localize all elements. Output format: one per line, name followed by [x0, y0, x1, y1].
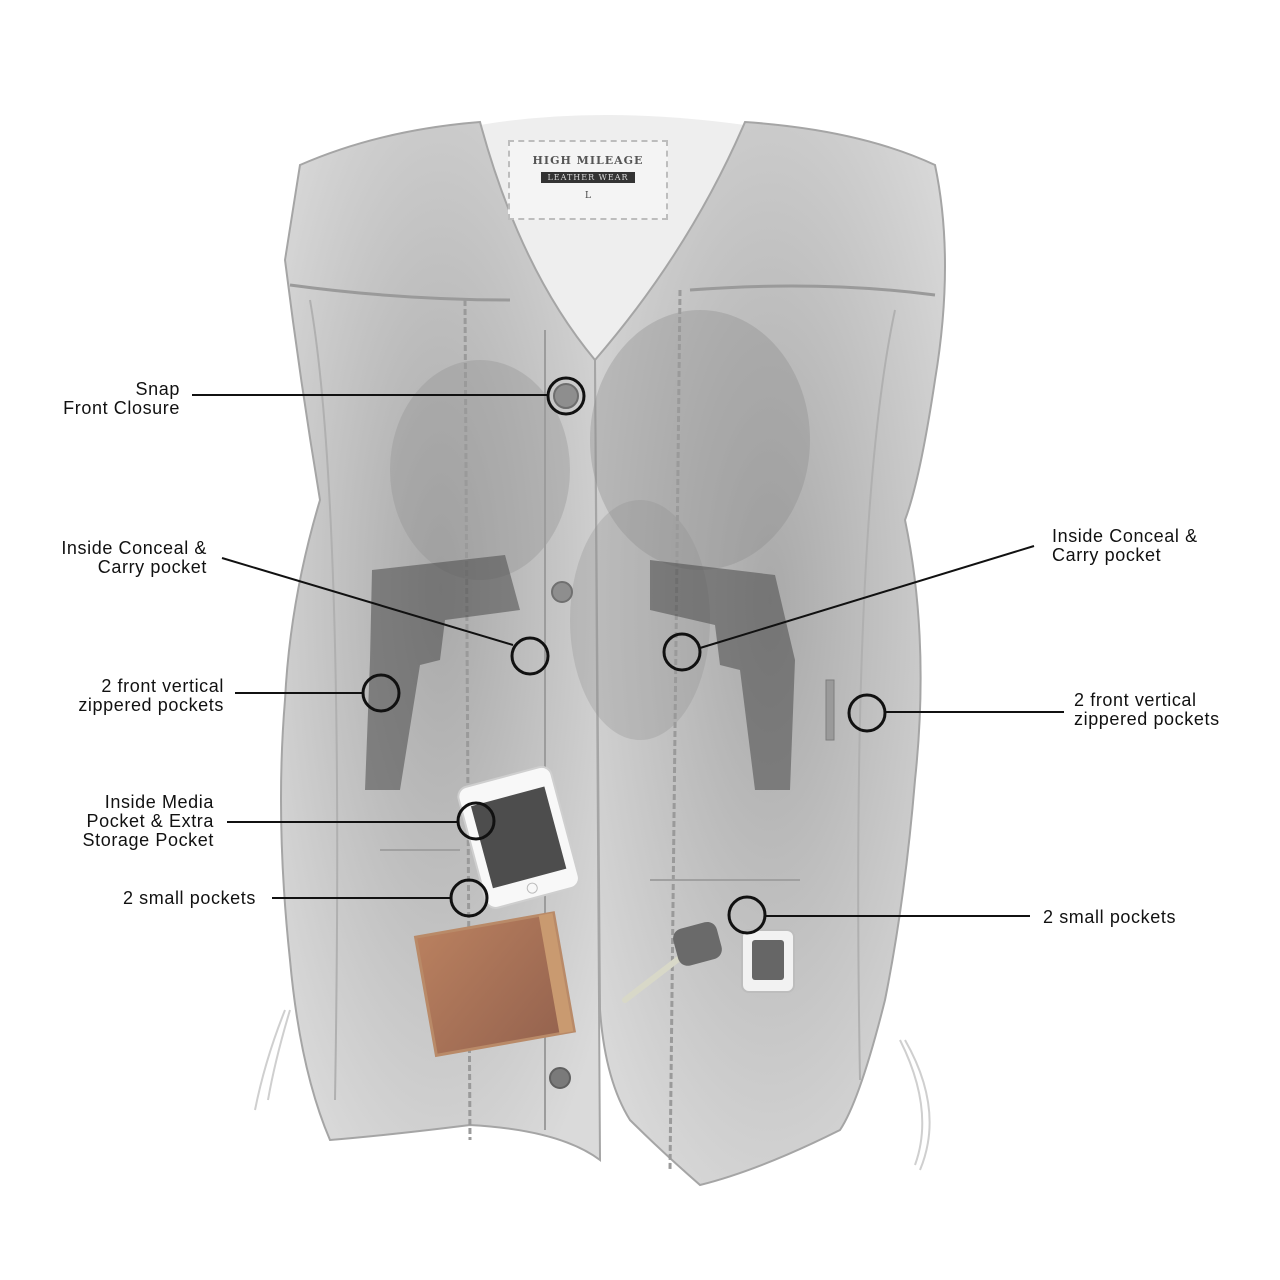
wallet-icon — [413, 911, 577, 1058]
callout-circle-media-pocket — [456, 801, 496, 841]
brand-tag: HIGH MILEAGE LEATHER WEAR L — [508, 140, 668, 220]
callout-label-zippered-right: 2 front vertical zippered pockets — [1074, 690, 1220, 729]
callout-circle-small-pockets-right — [727, 895, 767, 935]
callout-label-small-pockets-right: 2 small pockets — [1043, 907, 1177, 927]
pistol-right-icon — [650, 560, 795, 790]
brand-tag-name: HIGH MILEAGE — [532, 154, 644, 167]
brand-tag-size: L — [585, 191, 591, 201]
callout-line-conceal-carry-left — [221, 557, 514, 646]
snap-icon — [553, 383, 579, 409]
callout-label-media-pocket: Inside Media Pocket & Extra Storage Pock… — [82, 792, 214, 850]
callout-circle-conceal-carry-left — [510, 636, 550, 676]
vest-body — [254, 115, 946, 1187]
pistol-left-icon — [365, 555, 520, 790]
callout-label-conceal-carry-left: Inside Conceal & Carry pocket — [61, 538, 207, 577]
zipper-icon — [825, 679, 835, 741]
callout-label-zippered-left: 2 front vertical zippered pockets — [78, 676, 224, 715]
callout-circle-zippered-left — [361, 673, 401, 713]
callout-layer — [192, 376, 1064, 935]
callout-line-conceal-carry-right — [699, 545, 1035, 649]
car-key-icon — [622, 921, 795, 1003]
snap-icon — [549, 1067, 571, 1089]
callout-circle-zippered-right — [847, 693, 887, 733]
callout-label-conceal-carry-right: Inside Conceal & Carry pocket — [1052, 526, 1198, 565]
brand-tag-subtitle: LEATHER WEAR — [541, 172, 635, 183]
callout-label-snap-front-closure: Snap Front Closure — [63, 379, 180, 418]
callout-circle-conceal-carry-right — [662, 632, 702, 672]
callout-label-small-pockets-left: 2 small pockets — [122, 888, 256, 908]
callout-circle-small-pockets-left — [449, 878, 489, 918]
snap-icon — [551, 581, 573, 603]
callout-circle-snap-front-closure — [546, 376, 586, 416]
phone-icon — [457, 765, 580, 909]
